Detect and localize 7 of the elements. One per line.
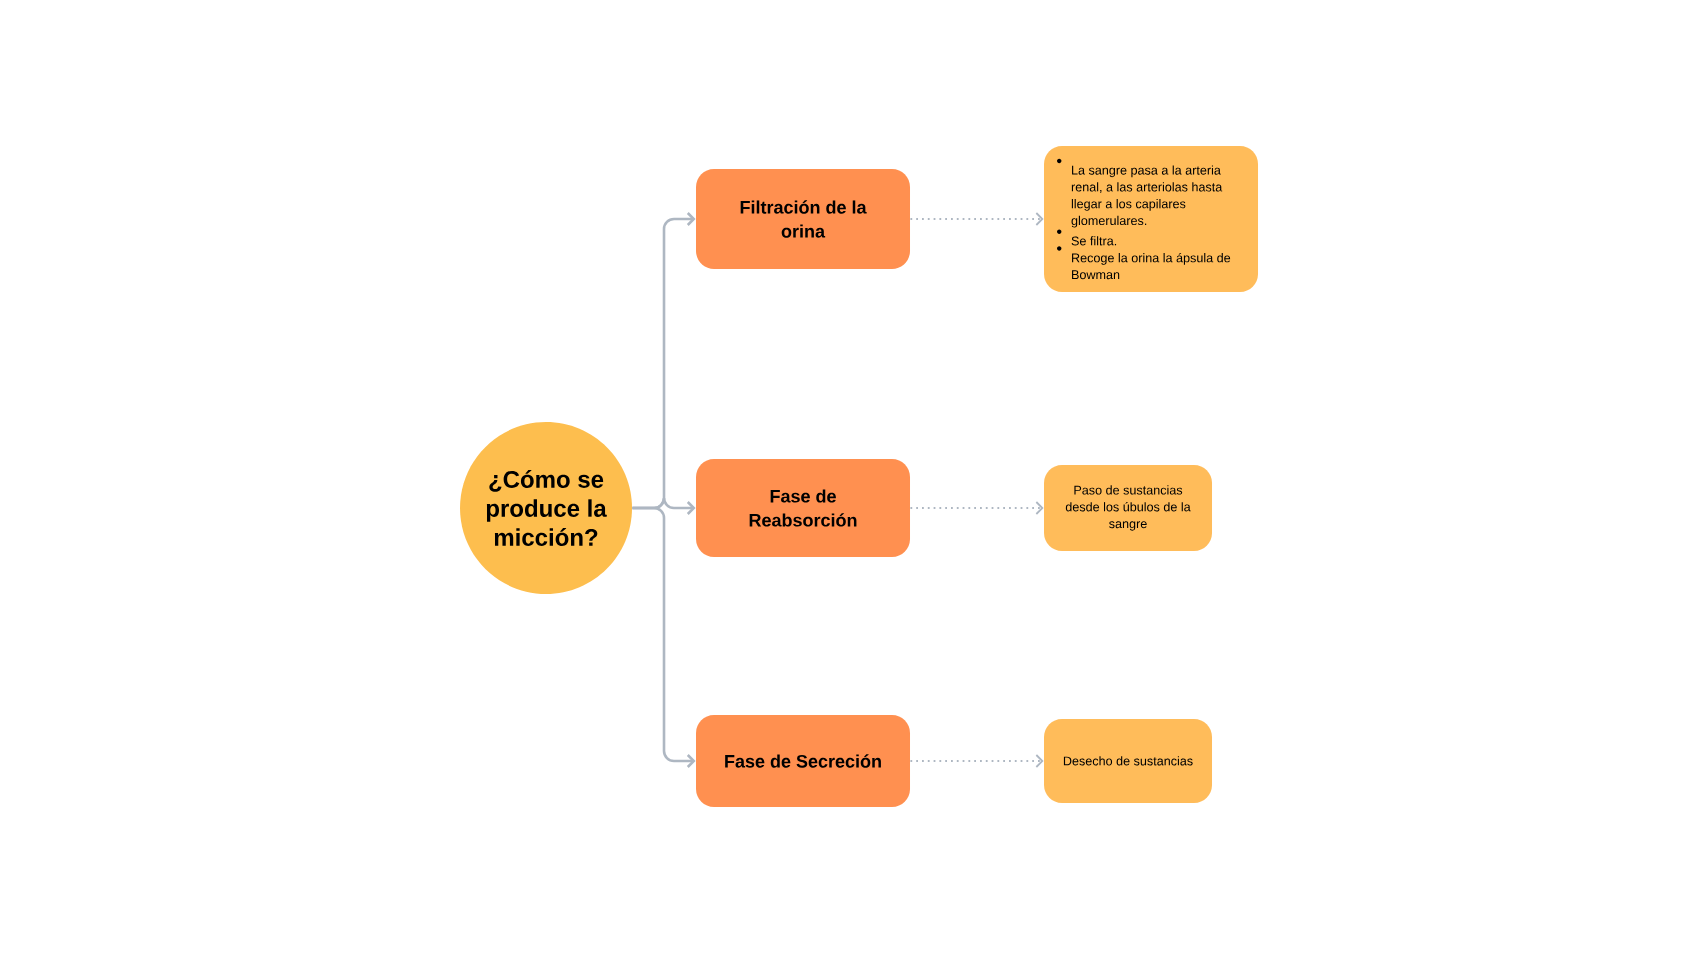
phase-box: Filtración de la orina xyxy=(696,169,910,269)
arrow xyxy=(632,506,696,768)
arrow xyxy=(909,212,1044,226)
arrow xyxy=(909,754,1044,768)
phase-box: Fase de Secreción xyxy=(696,715,910,807)
arrow xyxy=(909,501,1044,515)
phase-box: Fase de Reabsorción xyxy=(696,459,910,557)
